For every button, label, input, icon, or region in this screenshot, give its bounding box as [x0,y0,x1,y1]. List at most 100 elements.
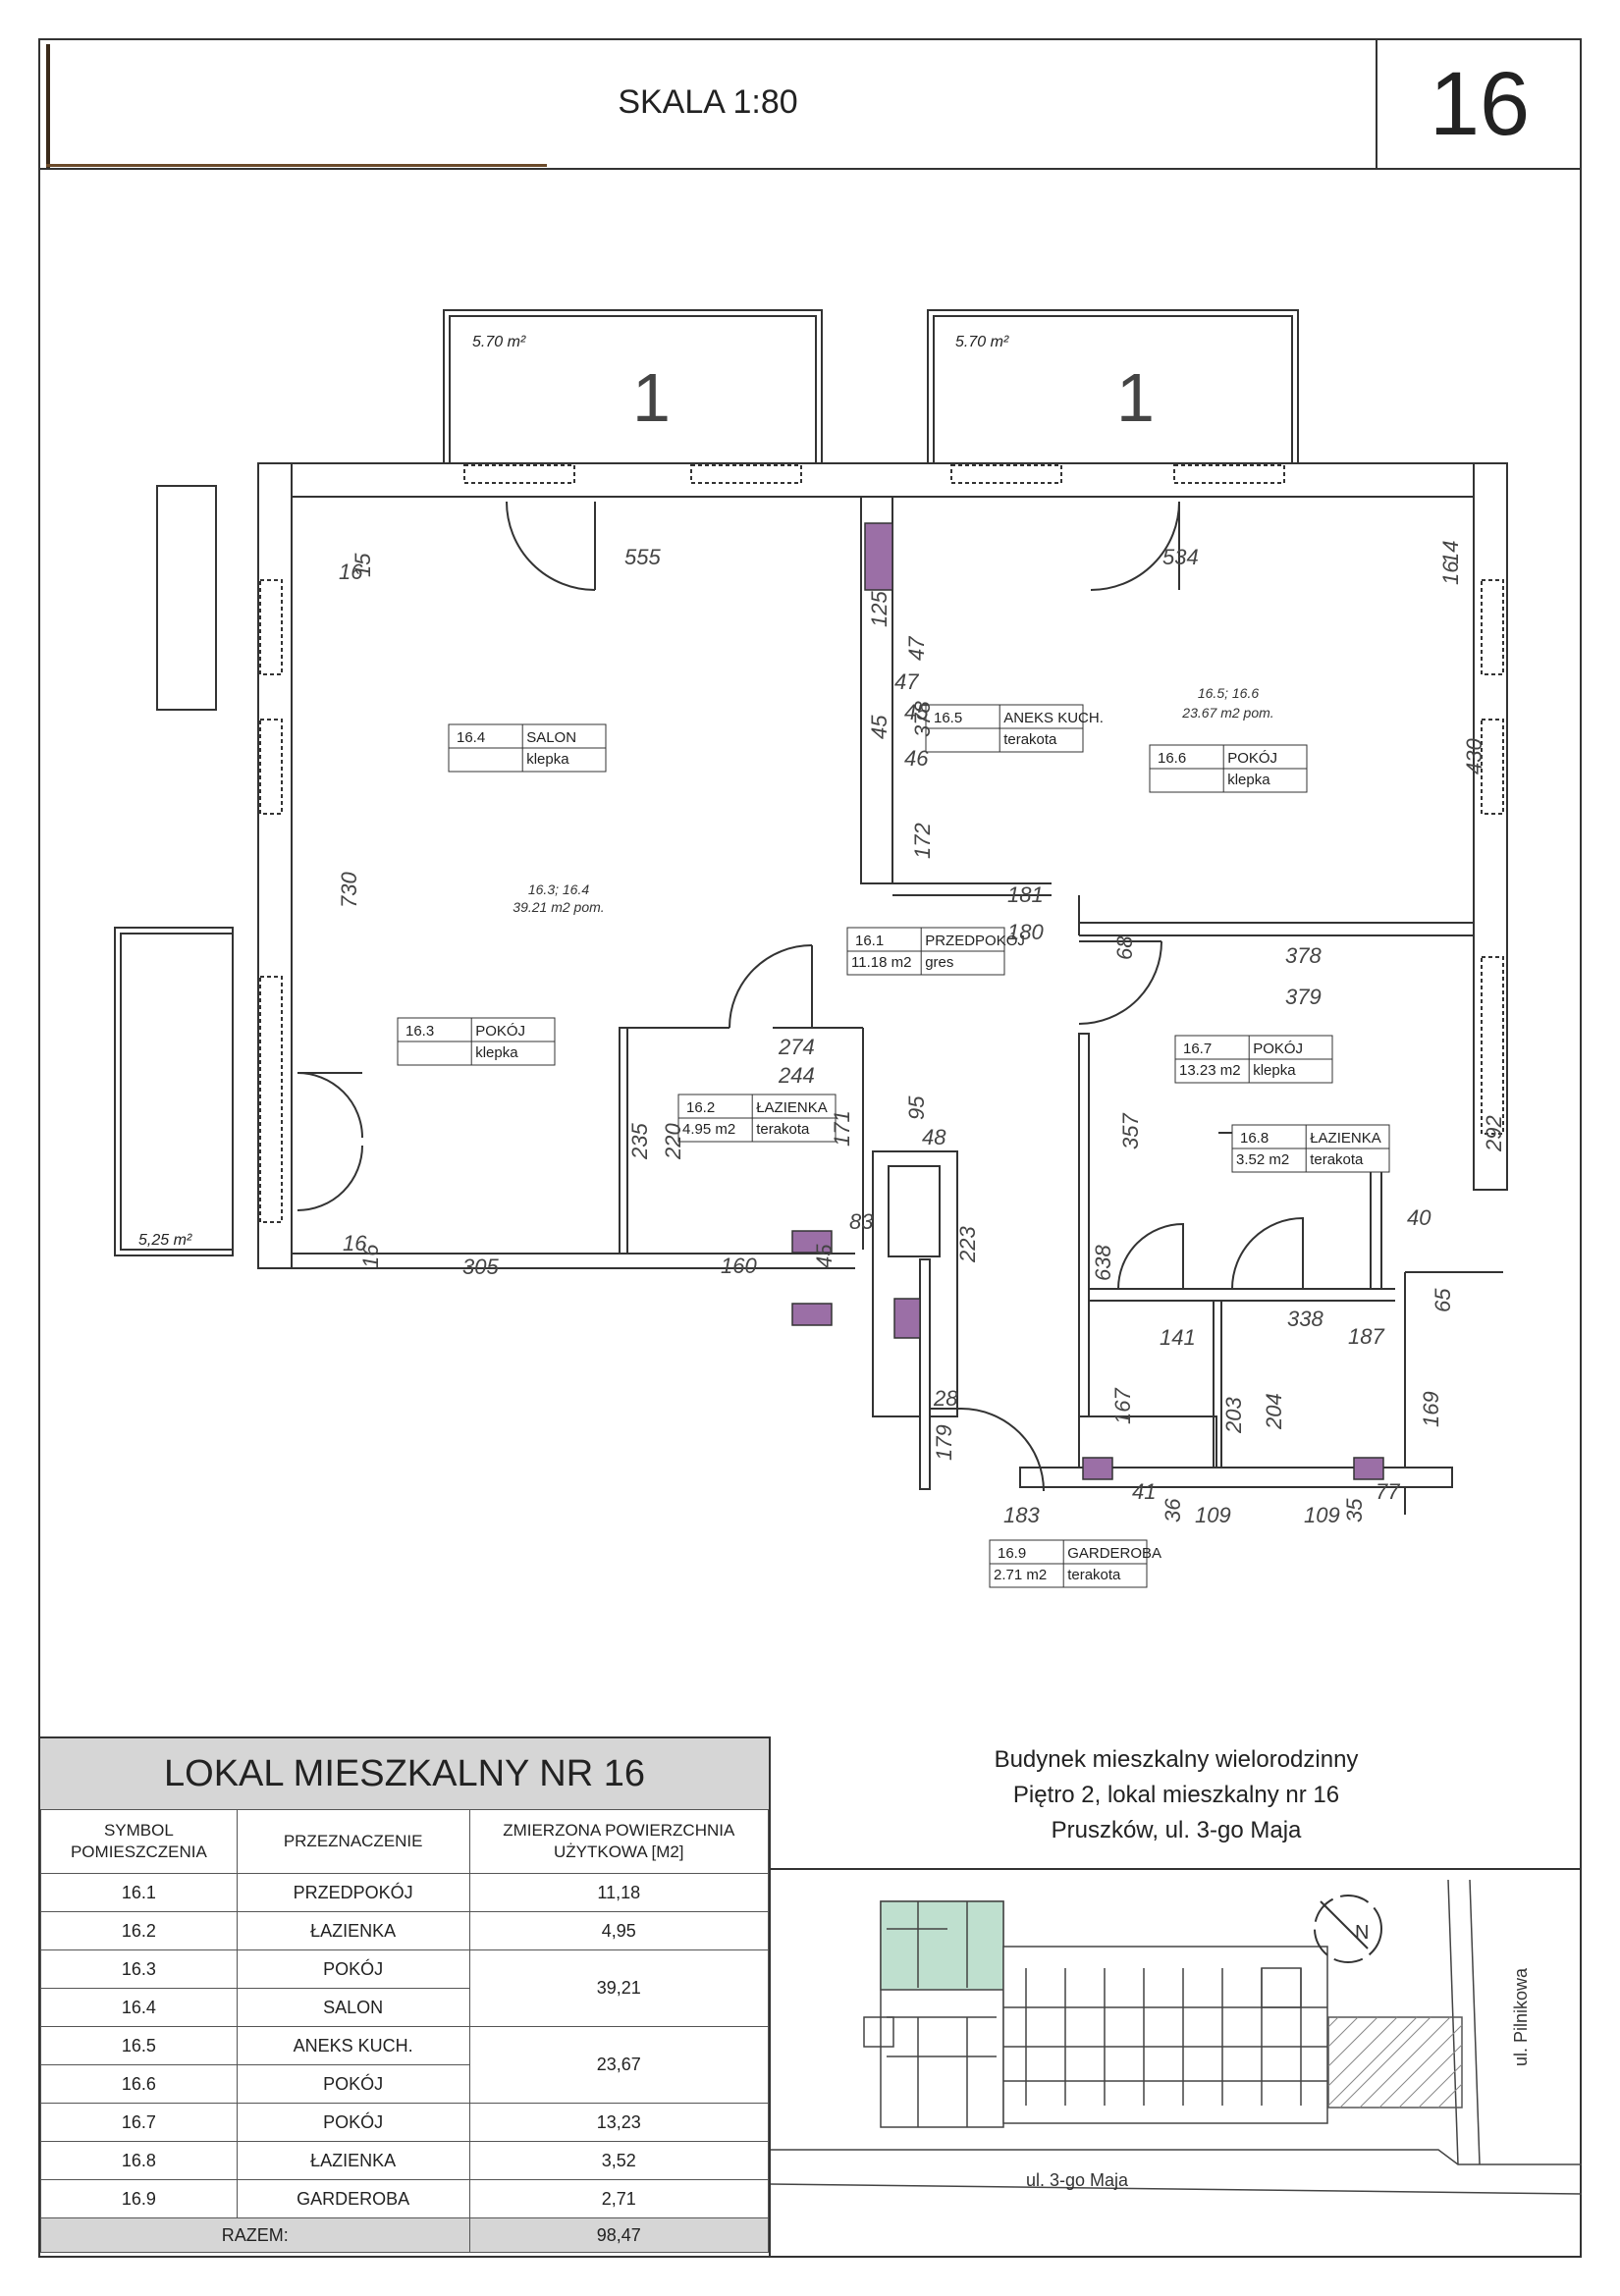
dimension-label: 180 [1007,920,1044,944]
column-header-symbol: SYMBOL POMIESZCZENIA [40,1809,238,1874]
dimension-label: 125 [867,591,891,627]
dimension-label: 48 [922,1125,946,1149]
dimension-label: 430 [1462,738,1486,774]
drawing-sheet: SKALA 1:80 16 [38,38,1582,2258]
room-tag-number: 16.7 [1183,1041,1212,1057]
cell-area: 13,23 [468,2103,770,2142]
room-tag-area: 2.71 m2 [994,1567,1047,1583]
dimension-label: 183 [1003,1503,1040,1527]
room-tag-floor: terakota [1003,731,1057,748]
info-divider [771,1868,1582,1870]
unit-number: 16 [1376,40,1582,170]
dimension-label: 274 [778,1035,815,1059]
floor-plan: 5.70 m² 5.70 m² 5,25 m² 1 1 16.3; 16.4 3… [40,170,1582,1740]
cell-purpose: POKÓJ [236,2064,470,2104]
zone-label-2-line1: 16.5; 16.6 [1198,685,1259,701]
info-line-2: Piętro 2, lokal mieszkalny nr 16 [1012,1782,1340,1808]
cell-symbol: 16.4 [40,1988,238,2027]
total-row: RAZEM:98,47 [40,2217,770,2253]
dimension-label: 638 [1091,1245,1115,1281]
zone-label-1-line2: 39.21 m2 pom. [513,899,604,915]
dimension-label: 65 [1431,1288,1455,1312]
balcony-area-label-2: 5.70 m² [955,334,1009,350]
dimension-label: 36 [1161,1498,1185,1522]
dimension-label: 83 [849,1209,874,1234]
dimension-label: 167 [1110,1388,1135,1424]
street-label-bottom: ul. 3-go Maja [1026,2170,1129,2190]
room-tag-name: SALON [526,729,576,746]
balcony-mark-1: 1 [632,359,671,436]
dimension-label: 109 [1195,1503,1231,1527]
dimension-label: 160 [721,1254,757,1278]
dimension-label: 46 [904,746,929,771]
room-tag-area: 11.18 m2 [851,954,911,971]
dimension-label: 378 [910,701,935,737]
room-tag-number: 16.3 [405,1023,434,1040]
room-tag-number: 16.8 [1240,1130,1269,1147]
dimension-label: 40 [1407,1205,1431,1230]
room-tag-name: ŁAZIENKA [756,1099,828,1116]
cell-symbol: 16.8 [40,2141,238,2180]
location-map-drawing: N ul. Pilnikowa ul. 3-go Maja [771,1879,1582,2195]
zone-label-2-line2: 23.67 m2 pom. [1181,705,1273,721]
cell-symbol: 16.1 [40,1873,238,1912]
dimension-label: 45 [867,715,891,739]
room-tag: 16.7 POKÓJ 13.23 m2 klepka [1174,1035,1333,1084]
dimension-label: 187 [1348,1324,1384,1349]
ventilation-shaft [864,522,893,591]
balcony-area-label-1: 5.70 m² [472,334,526,350]
cell-area: 23,67 [468,2026,770,2104]
room-tag-number: 16.9 [998,1545,1026,1562]
room-tag-area: 13.23 m2 [1179,1062,1241,1079]
room-tag-area: 3.52 m2 [1236,1151,1289,1168]
cell-symbol: 16.3 [40,1949,238,1989]
cell-area: 3,52 [468,2141,770,2180]
project-info: Budynek mieszkalny wielorodzinny Piętro … [771,1736,1582,2258]
header-title-cell: SKALA 1:80 [40,40,1376,170]
cell-area: 39,21 [468,1949,770,2027]
cell-area: 11,18 [468,1873,770,1912]
cell-purpose: POKÓJ [236,1949,470,1989]
cell-purpose: SALON [236,1988,470,2027]
dimension-label: 141 [1160,1325,1196,1350]
dimension-label: 244 [778,1063,815,1088]
dimension-label: 77 [1376,1479,1400,1504]
project-description: Budynek mieszkalny wielorodzinny Piętro … [771,1742,1582,1848]
dimension-label: 220 [661,1123,685,1160]
dimension-label: 47 [904,636,929,661]
dimension-label: 68 [1112,935,1137,960]
room-tag-floor: klepka [1253,1062,1296,1079]
dimension-label: 47 [894,669,919,694]
outer-wall-top [257,462,1508,498]
room-tag-area: 4.95 m2 [682,1121,735,1138]
room-tag-floor: klepka [526,751,569,768]
column-header-area: ZMIERZONA POWIERZCHNIA UŻYTKOWA [M2] [468,1809,770,1874]
dimension-label: 305 [462,1255,499,1279]
dimension-label: 15 [351,553,375,577]
dimension-label: 179 [932,1424,956,1461]
dimension-label: 338 [1287,1307,1323,1331]
dimension-label: 45 [904,700,929,724]
cell-symbol: 16.9 [40,2179,238,2218]
floor-plan-drawing: 5.70 m² 5.70 m² 5,25 m² 1 1 16.3; 16.4 3… [114,309,1508,1588]
total-label: RAZEM: [40,2217,470,2253]
dimension-label: 16 [1438,561,1463,585]
schedule-title: LOKAL MIESZKALNY NR 16 [40,1738,769,1810]
room-tag-name: POKÓJ [1253,1041,1303,1057]
scale-label: SKALA 1:80 [618,83,798,121]
cell-symbol: 16.2 [40,1911,238,1950]
cell-purpose: ŁAZIENKA [236,2141,470,2180]
zone-label-1-line1: 16.3; 16.4 [528,881,589,897]
room-tag-floor: terakota [1310,1151,1364,1168]
corner-underline [46,164,547,167]
dimension-label: 357 [1118,1113,1143,1149]
room-tag-name: ANEKS KUCH. [1003,710,1104,726]
room-tag-floor: terakota [1067,1567,1121,1583]
